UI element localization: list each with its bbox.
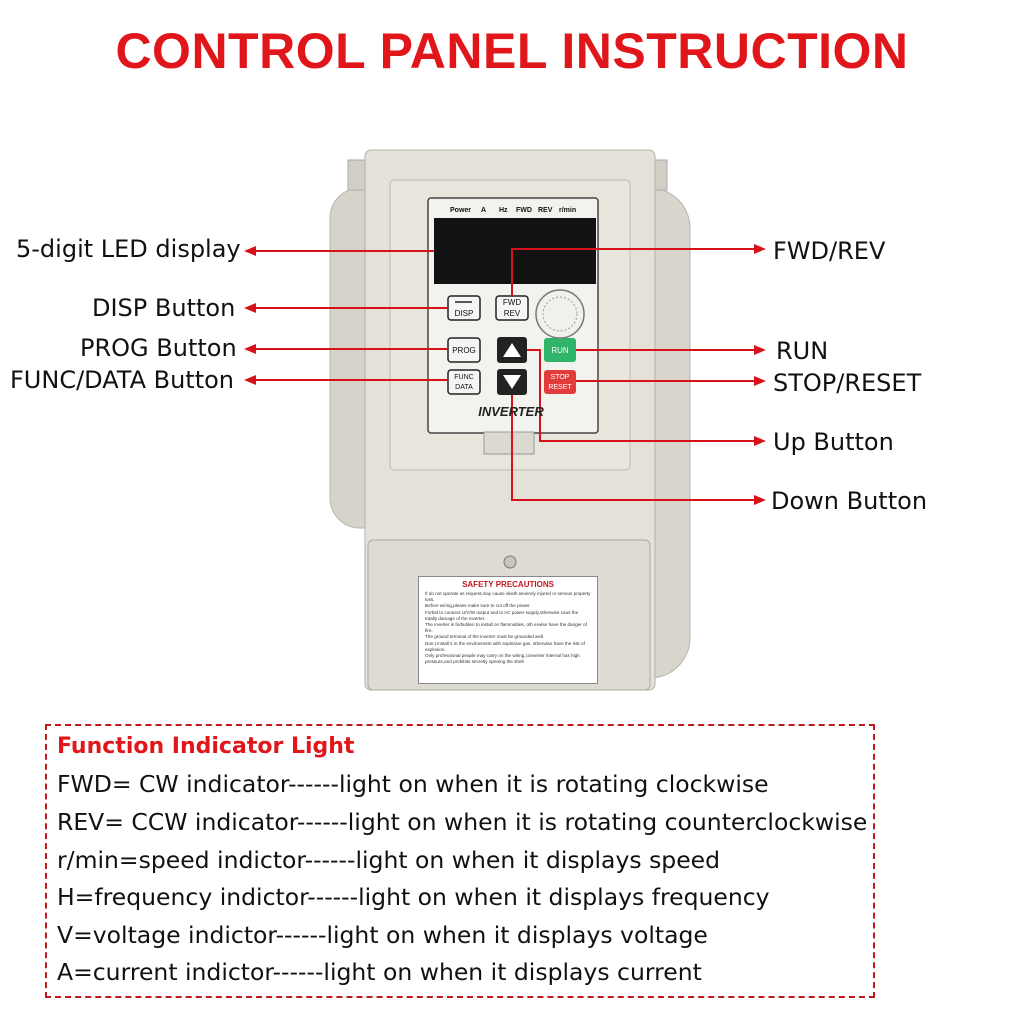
label-func-data-button: FUNC/DATA Button	[10, 366, 235, 394]
legend-line-rev: REV= CCW indicator------light on when it…	[57, 808, 868, 836]
safety-item: Only professional people may carry on th…	[425, 653, 580, 665]
up-arrow-icon	[503, 343, 521, 357]
legend-line-speed: r/min=speed indictor------light on when …	[57, 846, 721, 874]
rev-key-label: REV	[504, 309, 521, 318]
fwd-key-label: FWD	[503, 298, 521, 307]
indicator-fwd: FWD	[516, 207, 532, 214]
indicator-power: Power	[450, 207, 471, 214]
legend-line-current: A=current indictor------light on when it…	[57, 958, 702, 986]
brand-label: INVERTER	[478, 404, 544, 419]
stop-key-label: STOP	[551, 374, 570, 381]
function-indicator-legend: Function Indicator Light FWD= CW indicat…	[45, 724, 875, 998]
label-led-display: 5-digit LED display	[16, 235, 241, 263]
indicator-hz: Hz	[499, 207, 508, 214]
safety-precautions-label: SAFETY PRECAUTIONS If do not operate as …	[418, 576, 598, 684]
legend-line-voltage: V=voltage indictor------light on when it…	[57, 921, 708, 949]
safety-item: The inverter is forbidden to install on …	[425, 622, 587, 634]
func-key-label: FUNC	[454, 374, 473, 381]
legend-line-frequency: H=frequency indictor------light on when …	[57, 883, 770, 911]
safety-heading: SAFETY PRECAUTIONS	[425, 580, 591, 589]
label-prog-button: PROG Button	[80, 334, 237, 362]
label-disp-button: DISP Button	[92, 294, 236, 322]
prog-key-label: PROG	[452, 346, 476, 355]
indicator-rev: REV	[538, 207, 553, 214]
label-run: RUN	[776, 337, 829, 365]
label-up-button: Up Button	[773, 428, 894, 456]
safety-list: If do not operate as request,may cause d…	[425, 591, 591, 665]
stop-reset-key[interactable]	[544, 370, 576, 394]
safety-item: Forbid to connect U/V/W output and to AC…	[425, 609, 579, 621]
data-key-label: DATA	[455, 384, 473, 391]
run-key[interactable]	[544, 338, 576, 362]
reset-key-label: RESET	[548, 384, 572, 391]
label-fwd-rev: FWD/REV	[773, 237, 886, 265]
indicator-a: A	[481, 207, 486, 214]
disp-key-label: DISP	[455, 309, 474, 318]
safety-item: The ground terminal of the inverter must…	[425, 634, 545, 640]
run-key-label: RUN	[551, 346, 569, 355]
safety-item: If do not operate as request,may cause d…	[425, 591, 591, 603]
legend-line-fwd: FWD= CW indicator------light on when it …	[57, 770, 769, 798]
page-title: CONTROL PANEL INSTRUCTION	[115, 23, 909, 79]
safety-item: Before wiring,please make sure to cut of…	[425, 603, 531, 609]
indicator-rmin: r/min	[559, 207, 576, 214]
legend-title: Function Indicator Light	[57, 734, 355, 759]
func-data-key[interactable]	[447, 369, 481, 395]
safety-item: Don,t install it in the environment with…	[425, 640, 585, 652]
label-stop-reset: STOP/RESET	[773, 369, 922, 397]
label-down-button: Down Button	[771, 487, 928, 515]
down-arrow-icon	[503, 375, 521, 389]
